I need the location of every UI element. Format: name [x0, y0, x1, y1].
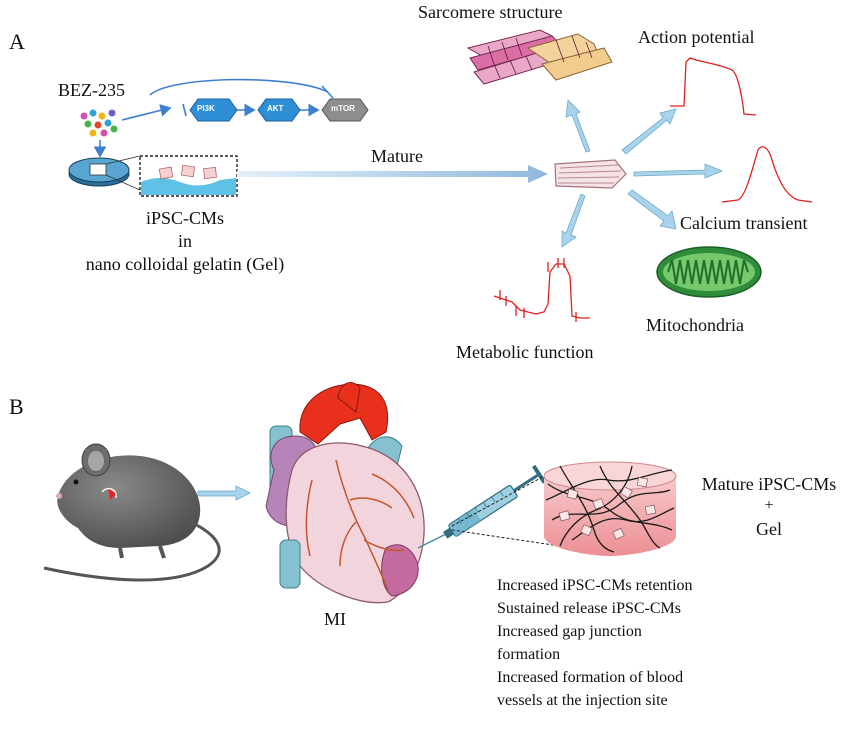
- heart-icon: [265, 382, 425, 604]
- calcium-transient-label: Calcium transient: [680, 213, 808, 233]
- injection-label-line3: Gel: [756, 519, 782, 539]
- outcome-arrows: [561, 99, 724, 248]
- injection-label-line1: Mature iPSC-CMs: [701, 474, 837, 494]
- mi-label: MI: [324, 609, 346, 629]
- mtor-label: mTOR: [331, 104, 355, 113]
- syringe-icon: [417, 464, 547, 549]
- effect-item: vessels at the injection site: [497, 692, 668, 709]
- gel-zoom-lines: [451, 473, 561, 547]
- sarcomere-icon: [466, 29, 613, 85]
- mouse-icon: [43, 443, 221, 582]
- effect-item: Increased iPSC-CMs retention: [497, 577, 693, 594]
- effect-item: Increased formation of blood: [497, 669, 684, 686]
- mature-arrow: [237, 165, 548, 183]
- effect-item: Increased gap junction: [497, 623, 642, 640]
- drug-molecules-icon: [80, 109, 118, 137]
- akt-label: AKT: [267, 104, 284, 113]
- pi3k-label: PI3K: [197, 104, 215, 113]
- mtor-node: [321, 98, 369, 122]
- calcium-transient-trace: [721, 146, 813, 203]
- mouse-to-heart-arrow: [197, 485, 251, 501]
- mitochondria-label: Mitochondria: [646, 315, 744, 335]
- effects-list: Increased iPSC-CMs retention Sustained r…: [497, 574, 797, 712]
- panel-b-letter: B: [9, 394, 24, 419]
- gel-cylinder-icon: [543, 461, 677, 556]
- gel-zoom-box: [139, 155, 238, 197]
- effect-item: Sustained release iPSC-CMs: [497, 600, 681, 617]
- metabolic-function-label: Metabolic function: [456, 342, 594, 362]
- sarcomere-label: Sarcomere structure: [418, 2, 563, 22]
- cells-label-line2: in: [177, 231, 192, 251]
- inhibition-arrows: [93, 78, 334, 158]
- injection-label-plus: +: [764, 497, 774, 514]
- cells-label-line3: nano colloidal gelatin (Gel): [85, 254, 285, 274]
- effect-item: formation: [497, 646, 561, 663]
- panel-a-letter: A: [9, 29, 25, 54]
- drug-label: BEZ-235: [58, 80, 125, 100]
- culture-dish-icon: [68, 155, 141, 191]
- action-potential-trace: [670, 57, 757, 116]
- cells-label-line1: iPSC-CMs: [145, 208, 225, 228]
- metabolic-function-trace: [493, 258, 590, 322]
- mature-label: Mature: [371, 146, 423, 166]
- action-potential-label: Action potential: [638, 27, 755, 47]
- mitochondria-icon: [656, 246, 762, 298]
- mature-cardiomyocyte-icon: [554, 159, 627, 189]
